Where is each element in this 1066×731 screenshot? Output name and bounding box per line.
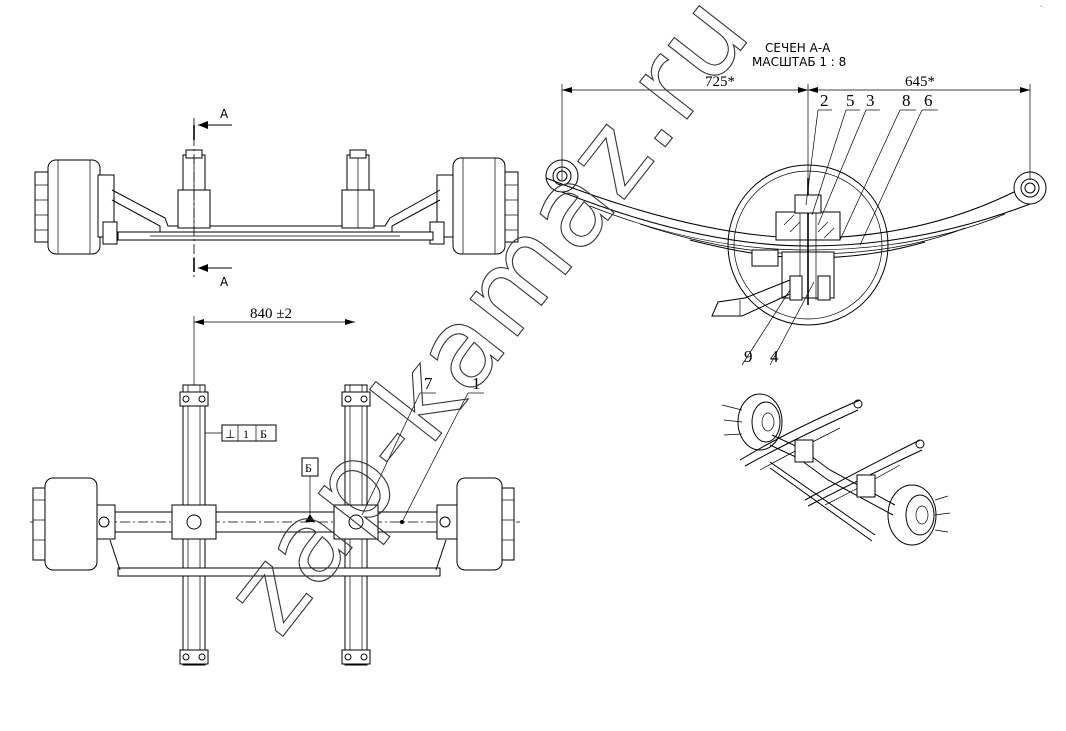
- callout-6: 6: [924, 91, 933, 110]
- callout-1: 1: [472, 374, 481, 393]
- callout-9: 9: [744, 347, 753, 366]
- section-title: СЕЧЕН А-А: [765, 41, 831, 55]
- section-scale: МАСШТАБ 1 : 8: [752, 55, 846, 69]
- callout-2: 2: [820, 91, 829, 110]
- callout-5: 5: [846, 91, 855, 110]
- section-mark-a-top: А: [220, 107, 229, 121]
- svg-text:⊥: ⊥: [225, 427, 235, 441]
- dimension-840: 840 ±2: [250, 306, 292, 322]
- section-a-a-view: СЕЧЕН А-А МАСШТАБ 1 : 8 725* 645*: [545, 41, 1047, 366]
- corner-mark: ° ·: [1040, 5, 1045, 10]
- right-wheel-plan: [436, 477, 515, 571]
- datum-b: Б: [301, 457, 319, 522]
- tolerance-frame: ⊥ 1 Б: [205, 424, 277, 442]
- axle-plan-view: 840 ±2: [30, 306, 520, 666]
- callout-3: 3: [866, 91, 875, 110]
- dim-725: 725*: [705, 74, 735, 90]
- right-wheel-front-view: [429, 157, 519, 255]
- isometric-view: [721, 393, 951, 546]
- svg-text:Б: Б: [260, 427, 267, 441]
- section-mark-a-bottom: А: [220, 275, 229, 289]
- callout-4: 4: [770, 347, 779, 366]
- left-wheel-front-view: [34, 159, 118, 255]
- callout-7: 7: [424, 374, 433, 393]
- right-spring-bracket: [341, 149, 375, 229]
- axle-front-view: А А: [34, 107, 519, 289]
- callout-8: 8: [902, 91, 911, 110]
- left-wheel-plan: [32, 477, 116, 571]
- svg-text:1: 1: [243, 427, 249, 441]
- dim-645: 645*: [905, 74, 935, 90]
- svg-text:Б: Б: [305, 461, 312, 475]
